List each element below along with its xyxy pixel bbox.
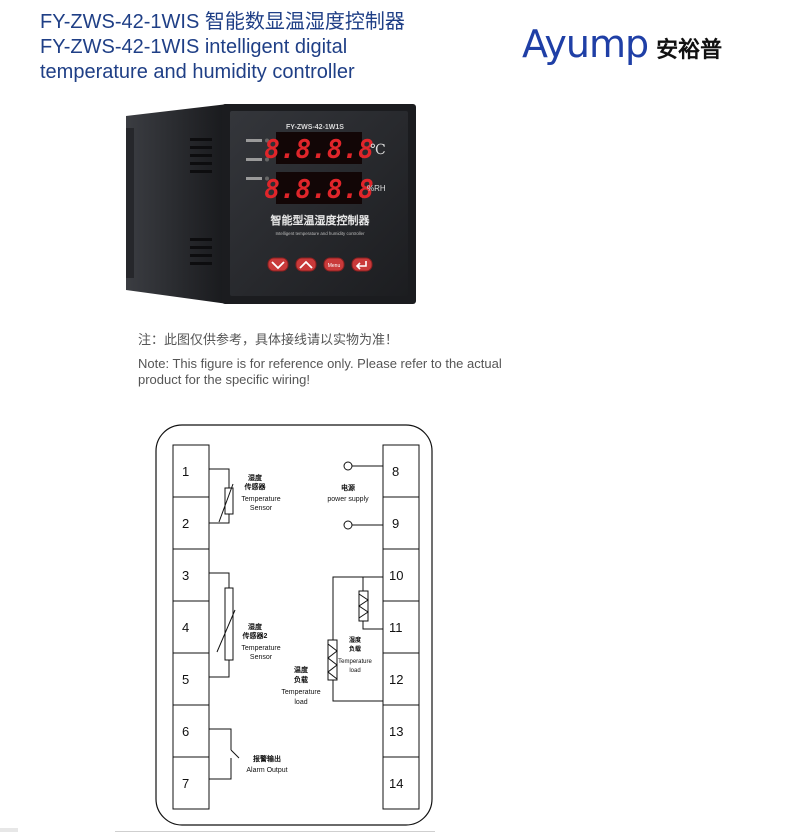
load-2-wiring xyxy=(327,576,383,702)
humidity-display-digits: 8.8.8.8 xyxy=(264,175,374,205)
wiring-diagram: 1 2 3 4 5 6 7 8 9 10 11 12 13 14 湿度 传感器 … xyxy=(155,424,433,826)
temperature-unit-label: ℃ xyxy=(370,142,386,158)
sensor-1-label-cn: 湿度 xyxy=(248,473,263,482)
terminal-2: 2 xyxy=(182,516,189,531)
sensor-2-label-en: Temperature xyxy=(241,645,280,652)
terminal-7: 7 xyxy=(182,776,189,791)
terminal-14: 14 xyxy=(389,776,403,791)
up-arrow-icon xyxy=(299,260,313,269)
alarm-label-en: Alarm Output xyxy=(246,767,287,774)
device-enter-button xyxy=(351,257,373,272)
device-up-button xyxy=(295,257,317,272)
load-2-label-en: Temperature xyxy=(281,689,320,696)
svg-text:Sensor: Sensor xyxy=(250,654,273,661)
brand-logo: Ayump 安裕普 xyxy=(522,22,722,66)
svg-text:Sensor: Sensor xyxy=(250,505,273,512)
svg-text:负载: 负载 xyxy=(349,645,361,653)
load-2-label-cn: 温度 xyxy=(294,665,309,674)
right-terminal-column xyxy=(382,444,420,810)
reference-notes: 注：此图仅供参考，具体接线请以实物为准！ Note: This figure i… xyxy=(138,332,538,388)
svg-text:传感器2: 传感器2 xyxy=(242,631,268,640)
humidity-unit-label: %RH xyxy=(367,184,386,193)
side-vents xyxy=(190,138,212,265)
device-brand-english: Intelligent temperature and humidity con… xyxy=(275,231,365,236)
device-down-button xyxy=(267,257,289,272)
title-line-2: FY-ZWS-42-1WIS intelligent digital xyxy=(40,36,348,58)
device-model-label: FY-ZWS-42-1W1S xyxy=(286,124,344,131)
humidity-display xyxy=(276,172,362,204)
load-1-label-cn: 湿度 xyxy=(349,636,362,644)
alarm-label-cn: 报警输出 xyxy=(253,754,281,763)
alarm-output-wiring xyxy=(209,728,240,780)
terminal-4: 4 xyxy=(182,620,189,635)
terminal-1: 1 xyxy=(182,464,189,479)
enter-arrow-icon xyxy=(355,261,367,270)
temperature-display xyxy=(276,132,362,164)
terminal-11: 11 xyxy=(389,620,403,635)
load-1-label-en: Temperature xyxy=(338,659,372,665)
indicator-lights xyxy=(246,138,269,181)
left-terminal-column xyxy=(172,444,210,810)
terminal-12: 12 xyxy=(389,672,403,687)
svg-text:load: load xyxy=(349,668,360,674)
title-line-1: FY-ZWS-42-1WIS 智能数显温湿度控制器 xyxy=(40,11,405,33)
power-supply-wiring xyxy=(343,461,383,530)
page-title: FY-ZWS-42-1WIS 智能数显温湿度控制器 FY-ZWS-42-1WIS… xyxy=(40,10,405,85)
corner-mark xyxy=(0,828,18,832)
svg-text:传感器: 传感器 xyxy=(244,482,267,491)
svg-text:load: load xyxy=(294,699,307,706)
power-label-en: power supply xyxy=(327,496,369,503)
terminal-5: 5 xyxy=(182,672,189,687)
terminal-6: 6 xyxy=(182,724,189,739)
sensor-2-wiring xyxy=(209,572,236,678)
svg-text:负载: 负载 xyxy=(294,675,308,684)
terminal-13: 13 xyxy=(389,724,403,739)
temperature-display-digits: 8.8.8.8 xyxy=(264,135,374,165)
terminal-9: 9 xyxy=(392,516,399,531)
bottom-divider xyxy=(115,831,435,832)
terminal-3: 3 xyxy=(182,568,189,583)
device-brand-chinese: 智能型温湿度控制器 xyxy=(271,213,371,227)
terminal-10: 10 xyxy=(389,568,403,583)
sensor-1-label-en: Temperature xyxy=(241,496,280,503)
note-english: Note: This figure is for reference only.… xyxy=(138,356,502,387)
power-label-cn: 电源 xyxy=(341,483,355,492)
device-buttons: Menu xyxy=(267,257,373,272)
controller-device-image: FY-ZWS-42-1W1S 8.8.8.8 ℃ 8.8.8.8 %RH 智能型… xyxy=(126,104,416,304)
note-chinese: 注：此图仅供参考，具体接线请以实物为准！ xyxy=(138,332,399,347)
logo-english: Ayump xyxy=(522,22,649,66)
terminal-8: 8 xyxy=(392,464,399,479)
device-menu-button xyxy=(323,257,345,272)
sensor-2-label-cn: 湿度 xyxy=(248,622,263,631)
sensor-1-wiring xyxy=(209,468,234,524)
title-line-3: temperature and humidity controller xyxy=(40,61,355,83)
down-arrow-icon xyxy=(271,261,285,270)
menu-button-label: Menu xyxy=(328,263,341,269)
device-side-panel xyxy=(126,104,228,304)
logo-chinese: 安裕普 xyxy=(656,37,723,62)
